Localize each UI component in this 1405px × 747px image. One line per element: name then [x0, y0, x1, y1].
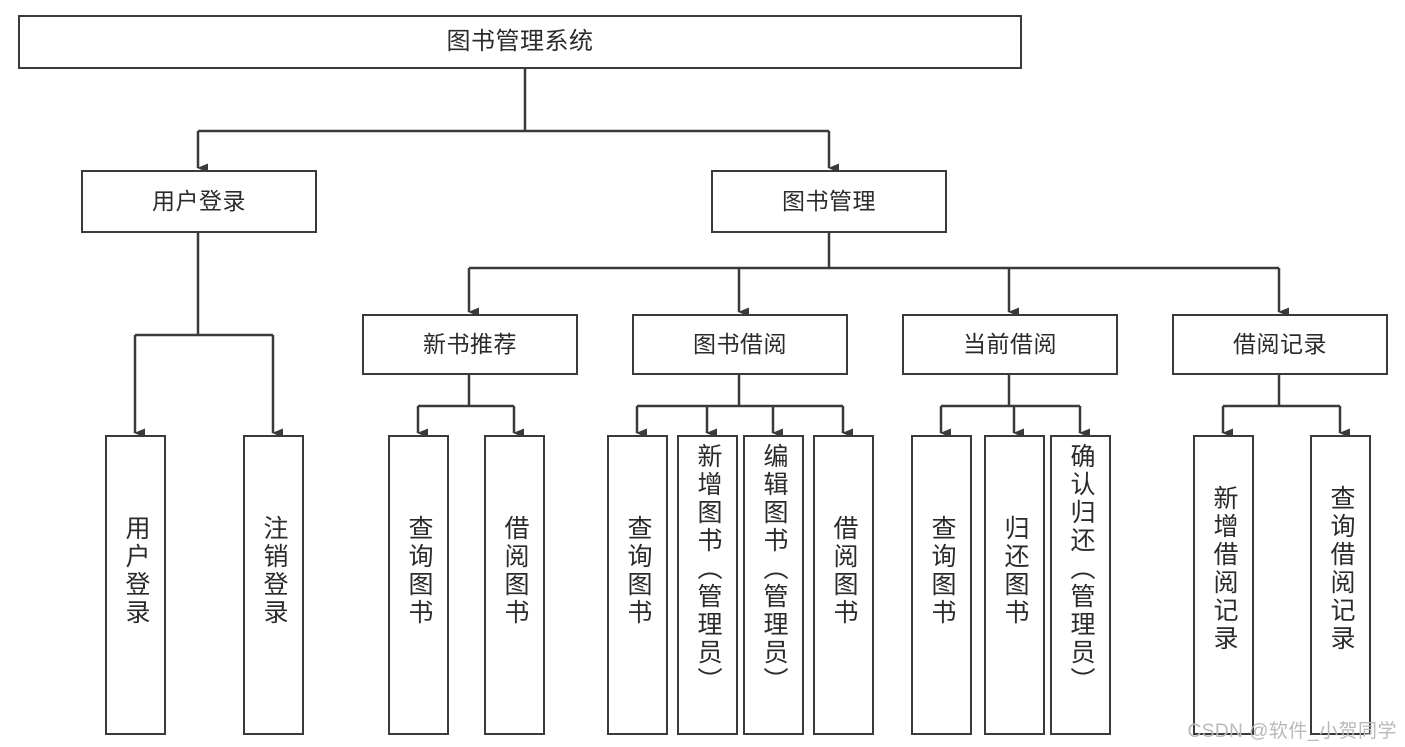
node-root[interactable]: 图书管理系统	[18, 15, 1022, 69]
node-label-leaf-add-book: 新增图书（管理员）	[694, 443, 722, 695]
node-label-root: 图书管理系统	[446, 27, 594, 55]
node-leaf-query-book-2[interactable]: 查询图书	[607, 435, 668, 735]
node-leaf-add-book[interactable]: 新增图书（管理员）	[677, 435, 738, 735]
node-label-leaf-edit-book: 编辑图书（管理员）	[760, 443, 788, 695]
connector-book-manage-bus	[467, 233, 1289, 317]
node-label-leaf-user-login: 用户登录	[122, 515, 150, 627]
node-new-book-recommend[interactable]: 新书推荐	[362, 314, 578, 375]
connector-new-book-bus	[416, 375, 524, 438]
node-label-leaf-confirm-return: 确认归还（管理员）	[1067, 443, 1095, 695]
node-label-leaf-query-book-1: 查询图书	[405, 515, 433, 627]
node-label-leaf-add-record: 新增借阅记录	[1210, 485, 1238, 653]
node-leaf-borrow-book-1[interactable]: 借阅图书	[484, 435, 545, 735]
node-label-leaf-borrow-book-1: 借阅图书	[501, 515, 529, 627]
node-label-leaf-query-book-3: 查询图书	[928, 515, 956, 627]
connector-user-login-bus	[133, 233, 283, 438]
connector-current-borrow-bus	[939, 375, 1090, 438]
node-label-leaf-query-record: 查询借阅记录	[1327, 485, 1355, 653]
node-leaf-return-book[interactable]: 归还图书	[984, 435, 1045, 735]
node-label-leaf-borrow-book-2: 借阅图书	[830, 515, 858, 627]
node-leaf-borrow-book-2[interactable]: 借阅图书	[813, 435, 874, 735]
node-leaf-add-record[interactable]: 新增借阅记录	[1193, 435, 1254, 735]
node-book-borrow[interactable]: 图书借阅	[632, 314, 848, 375]
node-label-current-borrow: 当前借阅	[963, 330, 1057, 357]
node-label-borrow-record: 借阅记录	[1233, 330, 1327, 357]
node-book-manage[interactable]: 图书管理	[711, 170, 947, 233]
node-leaf-query-record[interactable]: 查询借阅记录	[1310, 435, 1371, 735]
watermark-text: CSDN @软件_小贺同学	[1187, 721, 1397, 742]
connector-borrow-record-bus	[1221, 375, 1350, 438]
node-label-leaf-return-book: 归还图书	[1001, 515, 1029, 627]
node-current-borrow[interactable]: 当前借阅	[902, 314, 1118, 375]
node-borrow-record[interactable]: 借阅记录	[1172, 314, 1388, 375]
node-label-user-login: 用户登录	[152, 187, 246, 214]
connector-book-borrow-bus	[635, 375, 853, 438]
node-label-leaf-logout: 注销登录	[260, 515, 288, 627]
node-leaf-query-book-1[interactable]: 查询图书	[388, 435, 449, 735]
edge-layer	[133, 69, 1350, 438]
node-leaf-logout[interactable]: 注销登录	[243, 435, 304, 735]
node-label-leaf-query-book-2: 查询图书	[624, 515, 652, 627]
node-leaf-edit-book[interactable]: 编辑图书（管理员）	[743, 435, 804, 735]
node-user-login[interactable]: 用户登录	[81, 170, 317, 233]
connector-root-bus	[196, 69, 839, 173]
node-leaf-query-book-3[interactable]: 查询图书	[911, 435, 972, 735]
node-label-book-manage: 图书管理	[782, 187, 876, 214]
node-leaf-confirm-return[interactable]: 确认归还（管理员）	[1050, 435, 1111, 735]
node-label-book-borrow: 图书借阅	[693, 330, 787, 357]
node-leaf-user-login[interactable]: 用户登录	[105, 435, 166, 735]
node-label-new-book-recommend: 新书推荐	[423, 330, 517, 357]
